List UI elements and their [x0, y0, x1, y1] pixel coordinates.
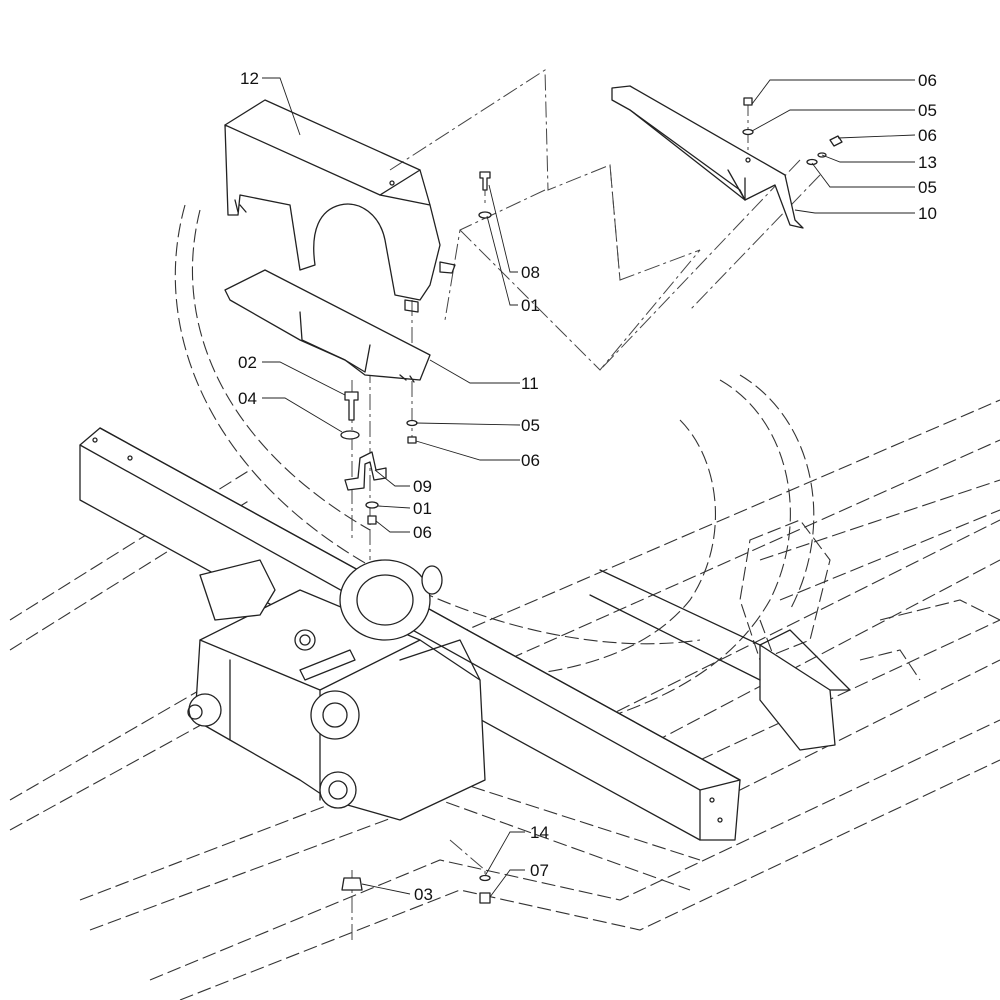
- callout-label-14: 14: [530, 823, 549, 842]
- right-beam: [589, 569, 851, 751]
- callout-label-01-a: 01: [521, 296, 540, 315]
- callout-label-06-b: 06: [918, 126, 937, 145]
- callout-label-06-c: 06: [521, 451, 540, 470]
- leader-lines: [262, 77, 916, 898]
- hardware-items: [340, 97, 843, 904]
- callout-label-03: 03: [414, 885, 433, 904]
- callout-label-04: 04: [238, 389, 257, 408]
- cover-part-12: [224, 99, 456, 313]
- callout-label-01-b: 01: [413, 499, 432, 518]
- callout-label-10: 10: [918, 204, 937, 223]
- callout-label-06-a: 06: [918, 71, 937, 90]
- callout-label-02: 02: [238, 353, 257, 372]
- callout-label-06-d: 06: [413, 523, 432, 542]
- callout-label-08: 08: [521, 263, 540, 282]
- callout-label-09: 09: [413, 477, 432, 496]
- callout-label-11: 11: [521, 374, 539, 393]
- callout-label-05-c: 05: [521, 416, 540, 435]
- callout-label-13: 13: [918, 153, 937, 172]
- callout-label-05-b: 05: [918, 178, 937, 197]
- plate-part-11: [224, 269, 431, 383]
- guard-part-10: [611, 85, 804, 229]
- chassis-hidden-lines: [9, 204, 1000, 1000]
- callout-label-07: 07: [530, 861, 549, 880]
- callout-labels: 12 06 05 06 13 05 10 08 01 11 02 04 05 0…: [238, 69, 937, 904]
- callout-label-12: 12: [240, 69, 259, 88]
- pump-gearbox: [187, 559, 486, 821]
- callout-label-05-a: 05: [918, 101, 937, 120]
